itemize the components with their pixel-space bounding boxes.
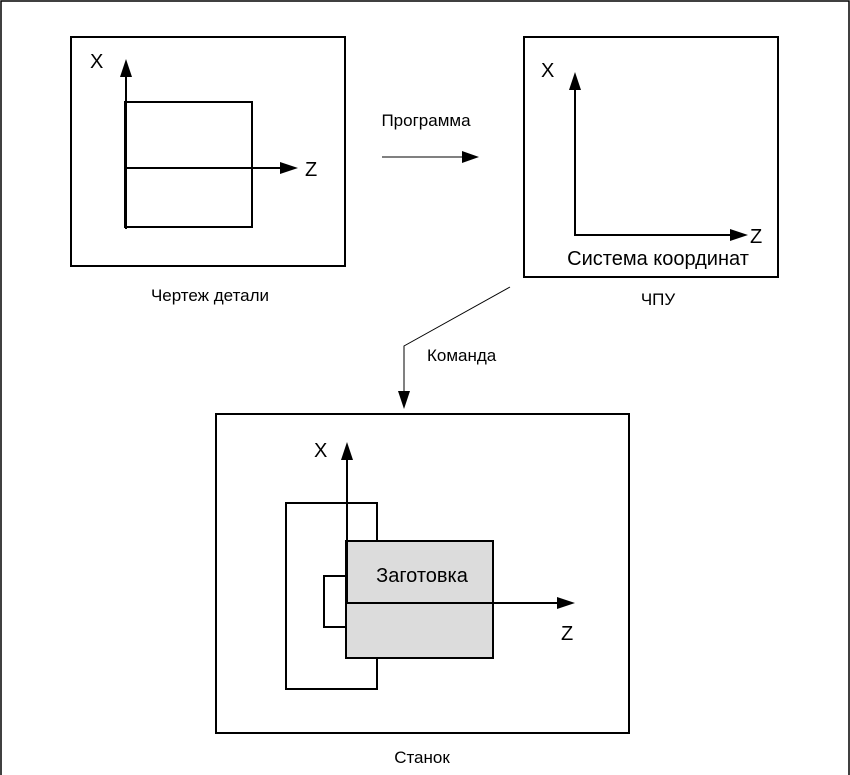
part-x-arrowhead [120, 59, 132, 77]
cnc-panel: X Z Система координат ЧПУ [523, 36, 779, 309]
cnc-x-label: X [541, 60, 554, 82]
workpiece [345, 540, 494, 659]
cnc-box [523, 36, 779, 278]
machine-caption: Станок [394, 748, 450, 767]
cnc-x-arrowhead [569, 72, 581, 90]
cnc-system-label: Система координат [567, 248, 749, 270]
machine-z-label: Z [561, 623, 573, 645]
machine-x-arrowhead [341, 442, 353, 460]
part-z-label: Z [305, 159, 317, 181]
machine-z-arrowhead [557, 597, 575, 609]
machine-panel: X Z Заготовка Станок [215, 413, 630, 767]
part-outline [124, 101, 253, 228]
cnc-caption: ЧПУ [641, 290, 676, 309]
part-drawing-caption: Чертеж детали [151, 286, 269, 305]
part-drawing-box [70, 36, 346, 267]
cnc-z-label: Z [750, 226, 762, 248]
cnc-z-arrowhead [730, 229, 748, 241]
command-label: Команда [427, 346, 497, 365]
workpiece-label: Заготовка [376, 565, 469, 587]
program-label: Программа [381, 111, 471, 130]
command-arrow-line [403, 286, 511, 393]
jaw-outline [323, 575, 347, 628]
machine-x-label: X [314, 440, 327, 462]
command-arrowhead [398, 391, 410, 409]
command-flow: Команда [398, 286, 511, 409]
part-z-arrowhead [280, 162, 298, 174]
program-arrowhead [462, 151, 479, 163]
program-flow: Программа [381, 111, 479, 163]
part-x-label: X [90, 51, 103, 73]
machine-box [215, 413, 630, 734]
part-drawing-panel: X Z Чертеж детали [70, 36, 346, 305]
